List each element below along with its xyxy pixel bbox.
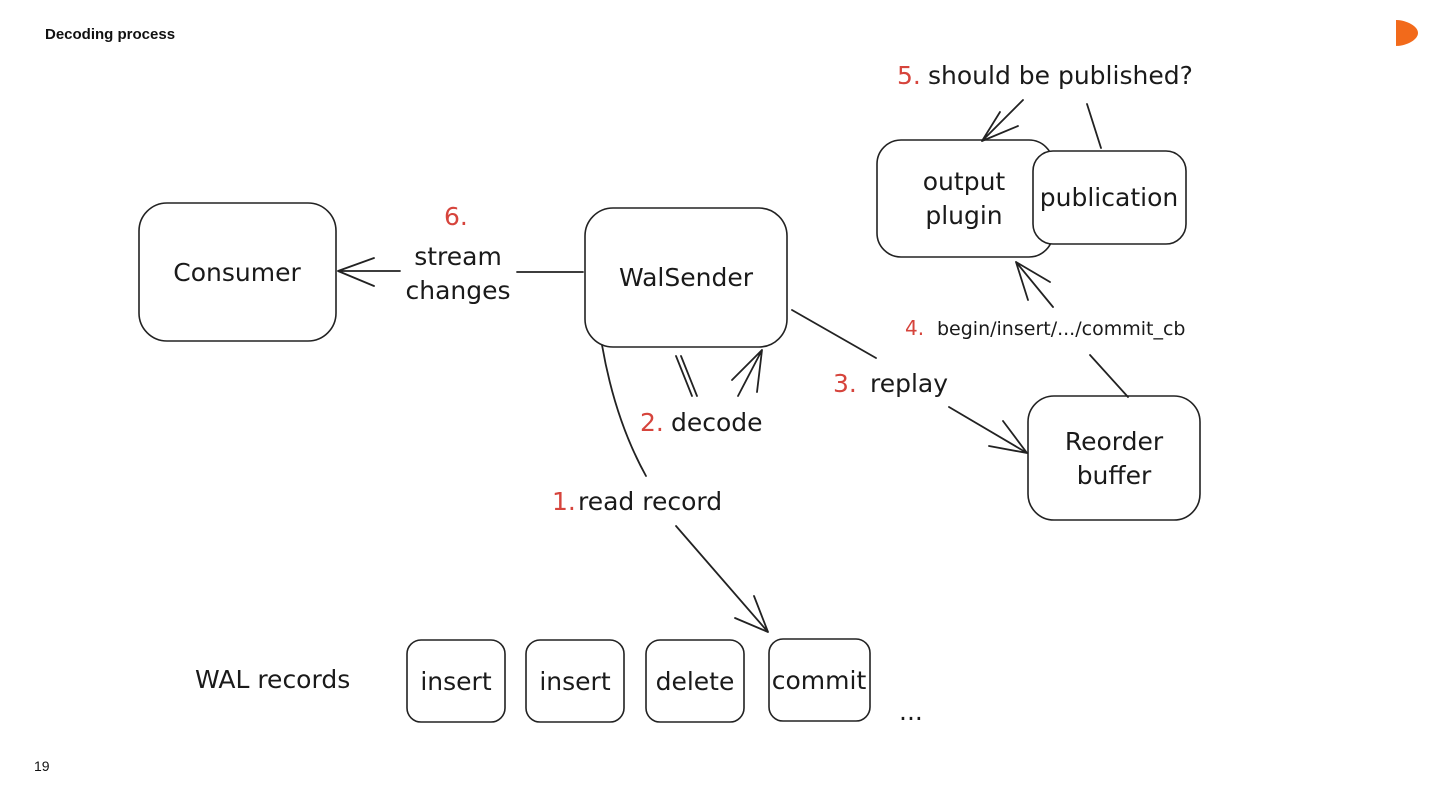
step-4-text: begin/insert/.../commit_cb — [937, 318, 1185, 340]
output-plugin-label-line1: output — [923, 167, 1006, 196]
publication-check-edge — [1086, 103, 1102, 149]
wal-record-text: delete — [656, 667, 735, 696]
step-5-number: 5. — [897, 61, 921, 90]
reorder-buffer-label-line1: Reorder — [1065, 427, 1164, 456]
step-5-text: should be published? — [928, 61, 1193, 90]
reorder-buffer-label-line2: buffer — [1077, 461, 1152, 490]
callbacks-edge — [1089, 354, 1129, 398]
step-4-number: 4. — [905, 316, 924, 340]
callbacks-arrow — [1015, 261, 1054, 308]
slide-title: Decoding process — [45, 26, 176, 43]
publication-node: publication — [1032, 150, 1187, 245]
wal-record-text: insert — [539, 667, 610, 696]
brand-logo-icon — [1396, 20, 1418, 46]
step-2-text: decode — [671, 408, 763, 437]
replay-arrow — [948, 406, 1028, 454]
step-3-text: replay — [870, 369, 948, 398]
wal-ellipsis: ... — [899, 697, 923, 726]
step-1-label: 1. read record — [552, 487, 722, 516]
output-plugin-label-line2: plugin — [925, 201, 1002, 230]
wal-record: insert — [525, 639, 625, 723]
step-2-label: 2. decode — [640, 408, 763, 437]
step-6-number: 6. — [444, 202, 468, 231]
publication-label: publication — [1040, 183, 1178, 212]
step-6-label: 6. stream changes — [405, 202, 510, 305]
step-6-text-line1: stream — [414, 242, 502, 271]
step-5-label: 5. should be published? — [897, 61, 1193, 90]
read-record-arrow — [675, 525, 769, 633]
decode-arrow-in — [731, 349, 763, 397]
walsender-label: WalSender — [619, 263, 754, 292]
replay-edge — [791, 309, 877, 359]
wal-record-text: insert — [420, 667, 491, 696]
reorder-buffer-node: Reorder buffer — [1027, 395, 1201, 521]
step-1-number: 1. — [552, 487, 576, 516]
stream-arrow — [337, 257, 401, 287]
wal-record: delete — [645, 639, 745, 723]
output-plugin-node: output plugin — [876, 139, 1054, 258]
wal-record: insert — [406, 639, 506, 723]
wal-record: commit — [768, 638, 871, 722]
walsender-node: WalSender — [584, 207, 788, 348]
page-number: 19 — [34, 758, 50, 774]
step-3-label: 3. replay — [833, 369, 948, 398]
step-3-number: 3. — [833, 369, 857, 398]
wal-records-label: WAL records — [195, 665, 350, 694]
wal-record-text: commit — [772, 666, 867, 695]
step-6-text-line2: changes — [405, 276, 510, 305]
step-2-number: 2. — [640, 408, 664, 437]
decode-edge-out — [675, 355, 698, 397]
step-1-text: read record — [578, 487, 722, 516]
publication-check-arrow — [981, 99, 1024, 142]
consumer-node: Consumer — [138, 202, 337, 342]
step-4-label: 4. begin/insert/.../commit_cb — [905, 316, 1185, 340]
consumer-label: Consumer — [173, 258, 301, 287]
read-record-edge — [601, 344, 647, 477]
